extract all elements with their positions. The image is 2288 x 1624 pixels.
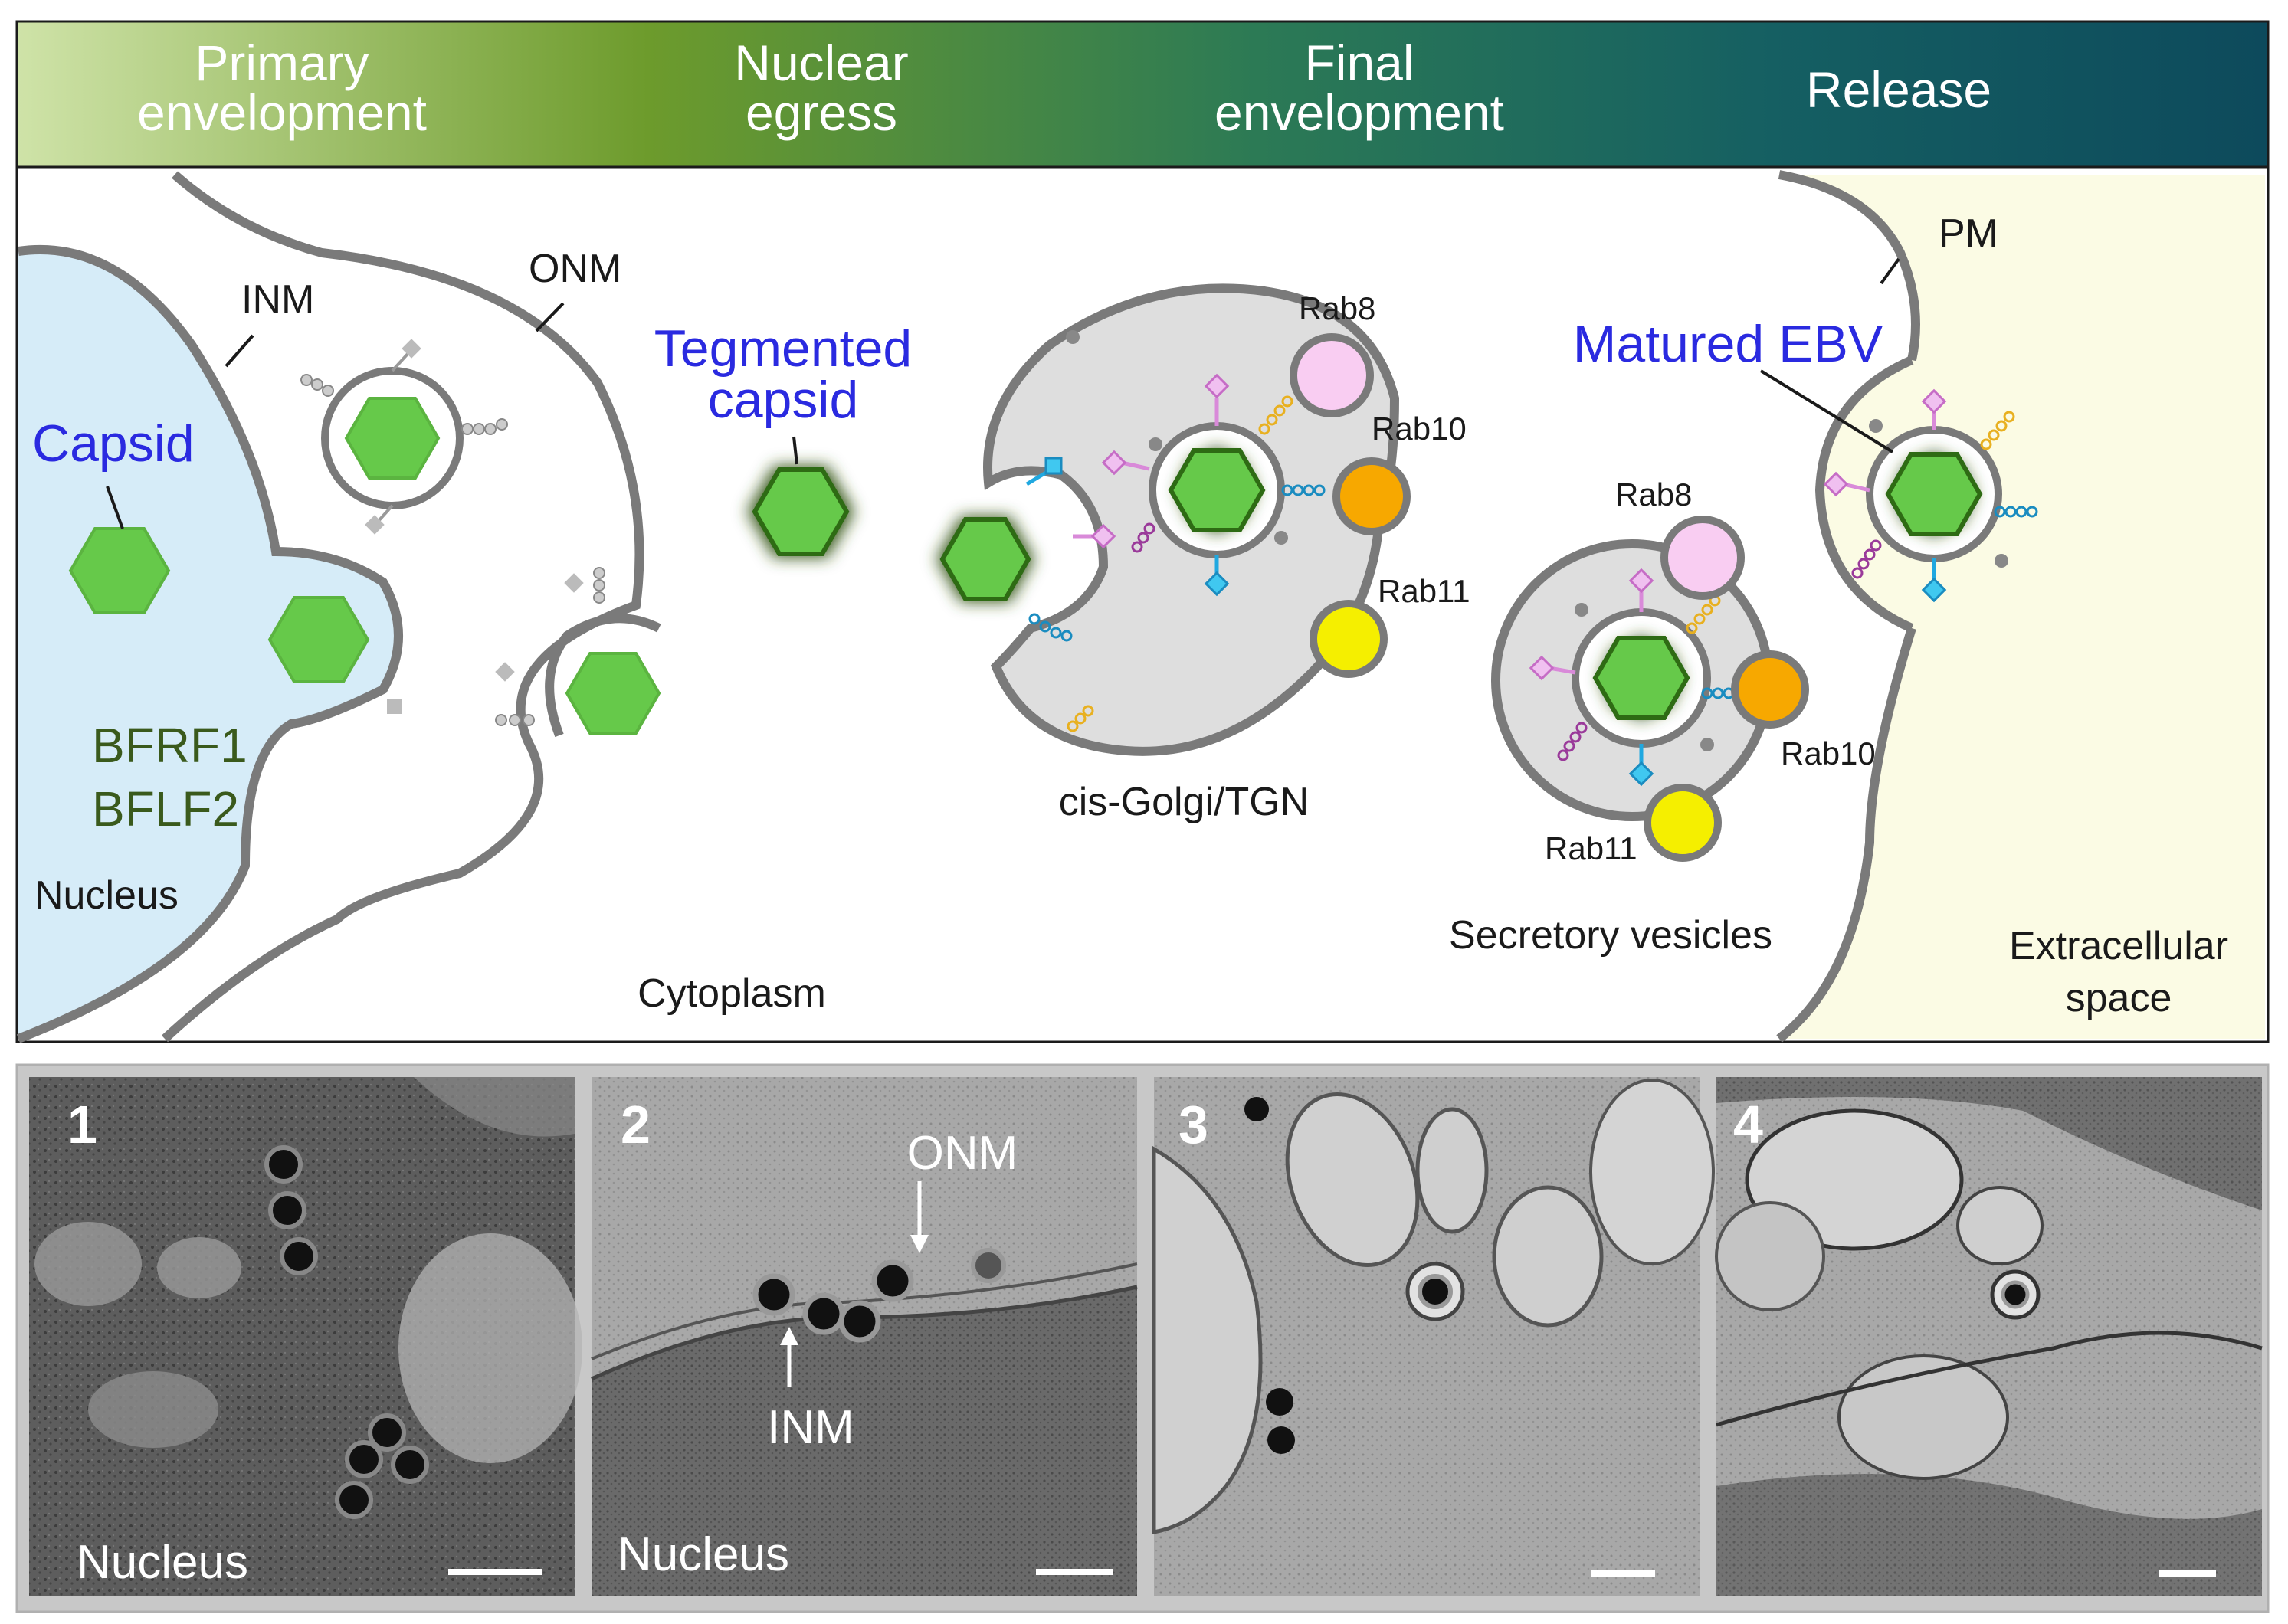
tegmented-capsid	[747, 466, 854, 558]
stage-label-line1: Final	[1304, 34, 1414, 91]
tegmented-capsid-label-line1: Tegmented	[654, 319, 912, 378]
inner-nuclear-membrane	[16, 244, 403, 1043]
plasma-membrane-upper	[1778, 170, 1920, 362]
stage-label-line2: envelopment	[137, 84, 427, 141]
stage-label-line2: envelopment	[1214, 84, 1504, 141]
extracellular-label-line2: space	[2066, 976, 2172, 1020]
scale-bar	[448, 1569, 542, 1575]
inm-label: INM	[241, 277, 314, 322]
capsid-hexagon	[1885, 452, 1983, 536]
em-panel-number: 1	[67, 1095, 97, 1154]
nucleus-region	[18, 249, 398, 1040]
capsid-hexagon	[1592, 636, 1690, 720]
em-panel-2: 2 ONM INM Nucleus	[590, 1077, 1138, 1596]
rab8-vesicle-label: Rab8	[1615, 476, 1692, 512]
em-panel-label: Nucleus	[618, 1528, 789, 1581]
matured-ebv-label: Matured EBV	[1573, 315, 1883, 373]
extracellular-label-line1: Extracellular	[2009, 924, 2228, 968]
em-panel-3: 3	[1152, 1077, 1715, 1596]
scale-bar	[2159, 1570, 2216, 1577]
stage-label-line2: egress	[746, 84, 897, 141]
pm-leader-line	[1880, 257, 1900, 285]
stage-primary-envelopment: Primary envelopment	[137, 34, 427, 141]
cytoplasm-label: Cytoplasm	[638, 971, 826, 1016]
rab11-vesicle-label: Rab11	[1545, 830, 1637, 866]
em-panel-label: Nucleus	[77, 1536, 248, 1589]
golgi-compartment	[936, 283, 1400, 756]
plasma-membrane-lower	[1776, 627, 1916, 1043]
inm-leader-line	[225, 334, 254, 368]
scale-bar	[1036, 1569, 1113, 1575]
inm-protein-marker	[387, 699, 402, 714]
secretory-vesicle	[1491, 539, 1773, 821]
stage-release: Release	[1806, 61, 1991, 118]
capsid-hexagon	[939, 517, 1031, 601]
rab10-vesicle-label: Rab10	[1781, 735, 1876, 771]
rab10-vesicle-marker	[1731, 650, 1809, 729]
stage-final-envelopment: Final envelopment	[1214, 34, 1504, 141]
nucleus-label: Nucleus	[34, 873, 179, 918]
stage-label-line1: Release	[1806, 61, 1991, 118]
capsid-label: Capsid	[32, 414, 195, 473]
matured-ebv-leader-line	[1759, 369, 1894, 453]
rab8-vesicle-marker	[1660, 516, 1745, 600]
em-panel-number: 3	[1178, 1095, 1208, 1154]
pm-label: PM	[1939, 211, 1998, 256]
em-annotation-onm: ONM	[907, 1127, 1018, 1180]
secretory-vesicles-label: Secretory vesicles	[1449, 913, 1772, 958]
capsid-hexagon	[68, 527, 171, 614]
tegmented-capsid-label-line2: capsid	[708, 371, 859, 429]
rab11-golgi-marker	[1310, 600, 1388, 678]
primary-enveloped-virion	[300, 339, 508, 535]
capsid-leader-line	[106, 486, 124, 529]
em-annotation-inm: INM	[767, 1401, 854, 1454]
onm-budding-virion	[495, 567, 661, 738]
stage-header-bar	[15, 20, 2270, 169]
matured-ebv-virion	[1814, 355, 2038, 633]
rab10-golgi-marker	[1332, 457, 1411, 535]
bflf2-label: BFLF2	[92, 781, 239, 837]
capsid-hexagon	[565, 652, 661, 735]
em-panel-number: 4	[1733, 1095, 1763, 1154]
scale-bar	[1591, 1570, 1655, 1577]
onm-leader-line	[535, 302, 565, 332]
stage-label-line1: Primary	[195, 34, 369, 91]
tegmented-leader-line	[792, 436, 798, 465]
em-panel-4: 4	[1715, 1077, 2263, 1596]
rab10-golgi-label: Rab10	[1372, 411, 1467, 447]
golgi-label: cis-Golgi/TGN	[1059, 780, 1309, 824]
rab11-vesicle-marker	[1644, 784, 1722, 862]
capsid-hexagon	[1168, 448, 1266, 532]
stage-label-line1: Nuclear	[734, 34, 908, 91]
onm-label: ONM	[529, 247, 621, 291]
em-panel-number: 2	[621, 1095, 651, 1154]
extracellular-space	[1779, 175, 2265, 1039]
rab8-golgi-marker	[1290, 333, 1374, 417]
rab8-golgi-label: Rab8	[1299, 290, 1375, 326]
capsid-hexagon	[267, 596, 370, 683]
em-panel-1: 1 Nucleus	[29, 1077, 582, 1596]
rab11-golgi-label: Rab11	[1378, 573, 1470, 609]
capsid-hexagon	[344, 397, 441, 480]
stage-nuclear-egress: Nuclear egress	[734, 34, 908, 141]
bfrf1-label: BFRF1	[92, 718, 247, 773]
